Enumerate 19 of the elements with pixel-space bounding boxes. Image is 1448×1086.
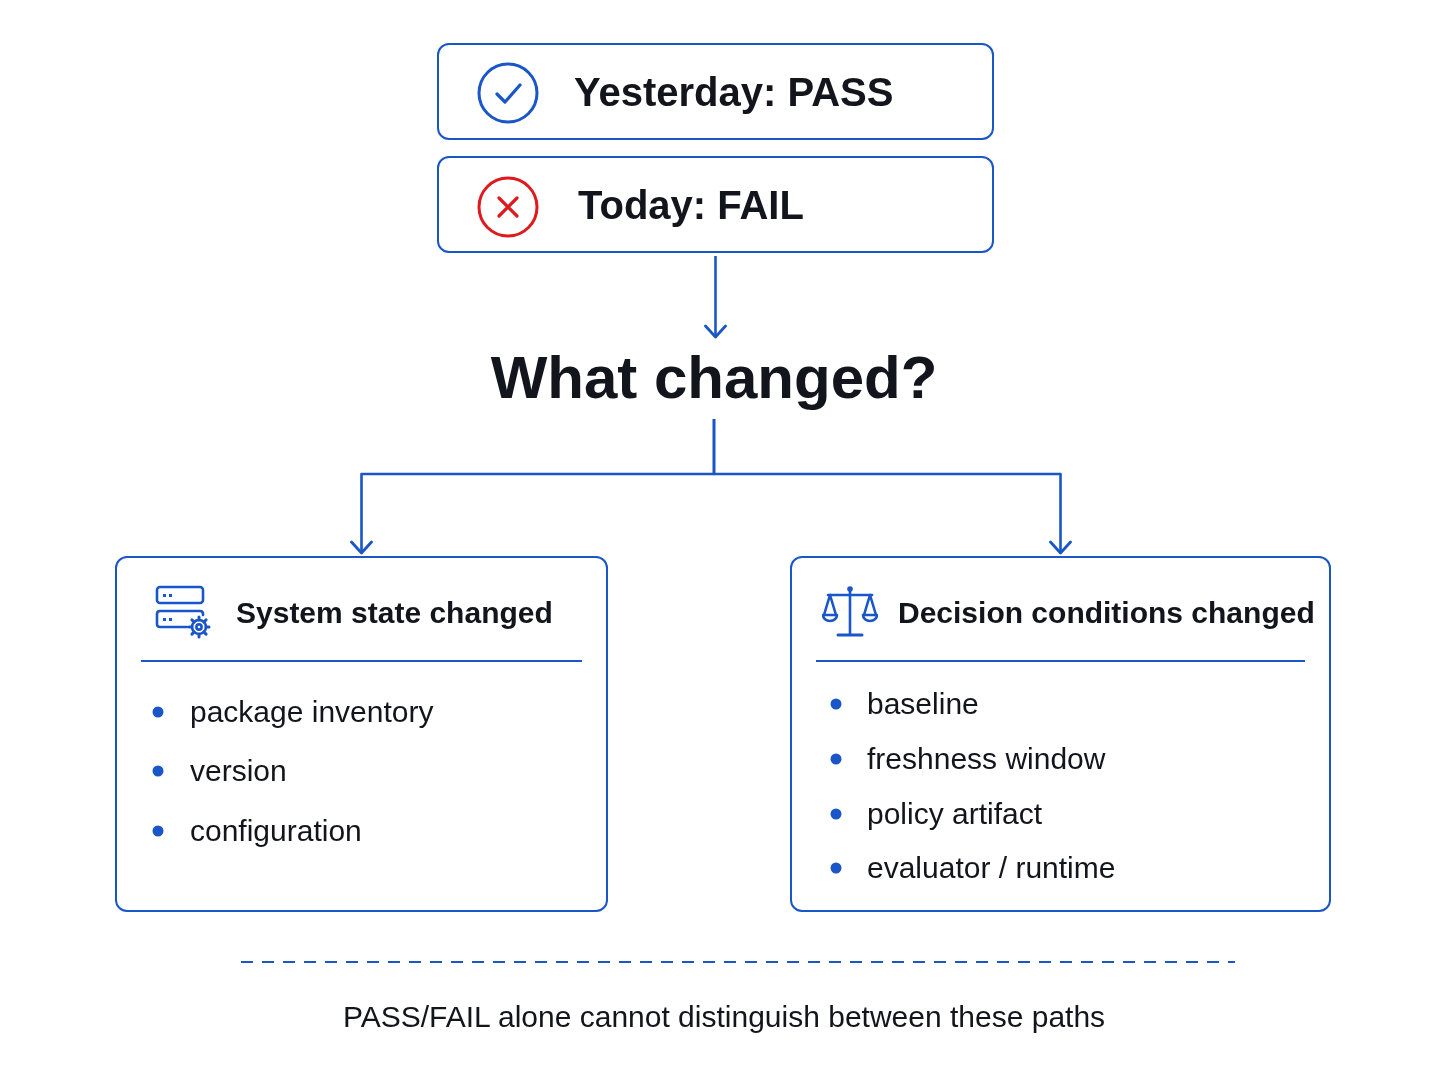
- category-card: [115, 556, 608, 912]
- list-item-text: baseline: [867, 686, 979, 722]
- card-heading: Decision conditions changed: [898, 595, 1315, 631]
- list-item-text: version: [190, 753, 287, 789]
- question-heading: What changed?: [474, 340, 954, 416]
- status-label: Yesterday: PASS: [574, 68, 894, 116]
- flow-arrow: [704, 256, 727, 339]
- list-item-text: freshness window: [867, 741, 1106, 777]
- status-label: Today: FAIL: [578, 181, 804, 229]
- flow-arrow: [712, 419, 1072, 555]
- card-heading: System state changed: [236, 595, 553, 631]
- list-item-text: policy artifact: [867, 796, 1043, 832]
- list-item-text: evaluator / runtime: [867, 850, 1116, 886]
- list-item-text: package inventory: [190, 694, 434, 730]
- list-item-text: configuration: [190, 813, 362, 849]
- status-box: [437, 43, 994, 140]
- status-box: [437, 156, 994, 253]
- category-card: [790, 556, 1331, 912]
- caption-text: PASS/FAIL alone cannot distinguish between these paths: [342, 999, 1106, 1035]
